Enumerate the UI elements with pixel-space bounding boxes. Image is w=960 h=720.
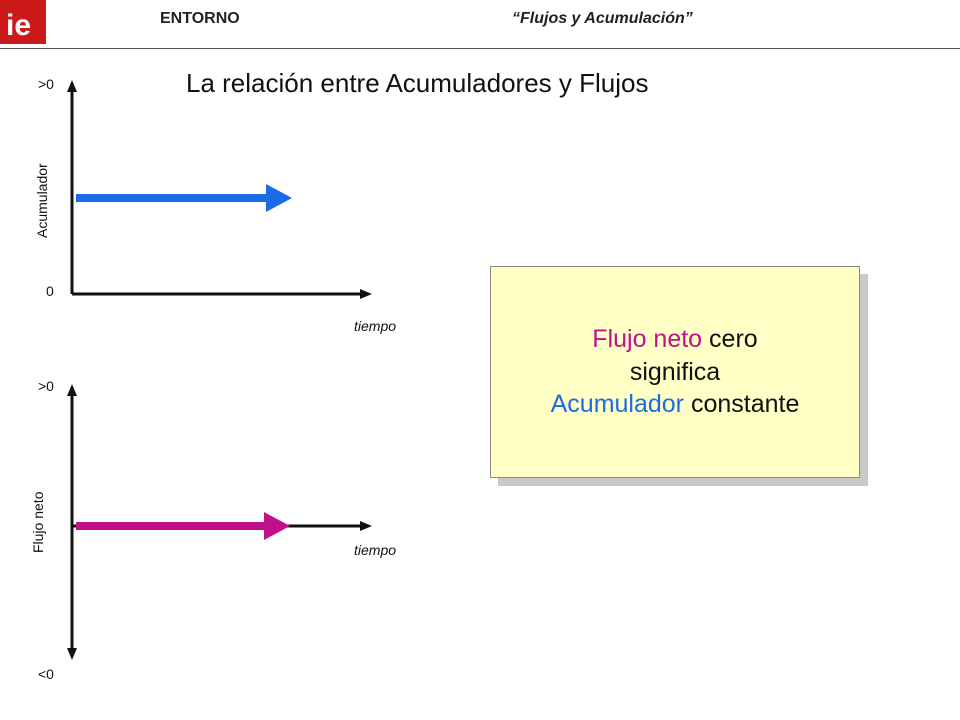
note-line-3: Acumulador constante: [551, 388, 800, 421]
note-line-2: significa: [629, 357, 721, 386]
accumulator-y-axis-arrowhead: [67, 80, 77, 92]
accumulator-y-axis-label: Acumulador: [34, 163, 50, 238]
net-flow-chart: [67, 384, 372, 660]
header-divider: [0, 48, 960, 49]
note-accumulator-term: Acumulador: [550, 390, 685, 419]
note-line-1: Flujo neto cero: [592, 323, 757, 356]
header-section: ENTORNO: [160, 10, 240, 27]
header-topic: “Flujos y Acumulación”: [512, 10, 693, 27]
net-flow-y-axis-top-arrowhead: [67, 384, 77, 396]
net-flow-y-bottom-label: <0: [38, 666, 54, 682]
net-flow-x-axis-arrowhead: [360, 521, 372, 531]
net-flow-y-axis-bottom-arrowhead: [67, 648, 77, 660]
page-title: La relación entre Acumuladores y Flujos: [186, 68, 649, 98]
accumulator-y-top-label: >0: [38, 76, 54, 92]
net-flow-x-axis-label: tiempo: [354, 542, 397, 558]
note-net-flow-term: Flujo neto: [592, 325, 703, 354]
net-flow-y-top-label: >0: [38, 378, 54, 394]
accumulator-x-axis-arrowhead: [360, 289, 372, 299]
net-flow-y-axis-label: Flujo neto: [30, 491, 46, 553]
note-constant-text: constante: [684, 390, 800, 419]
note-zero-text: cero: [702, 325, 758, 354]
accumulator-y-zero-label: 0: [46, 283, 54, 299]
note-box: Flujo neto cero significa Acumulador con…: [490, 266, 860, 478]
accumulator-x-axis-label: tiempo: [354, 318, 397, 334]
net-flow-zero-arrowhead: [264, 512, 290, 540]
logo-text: ie: [6, 9, 31, 42]
accumulator-level-arrowhead: [266, 184, 292, 212]
logo: ie: [0, 0, 46, 44]
accumulator-chart: [67, 80, 372, 299]
